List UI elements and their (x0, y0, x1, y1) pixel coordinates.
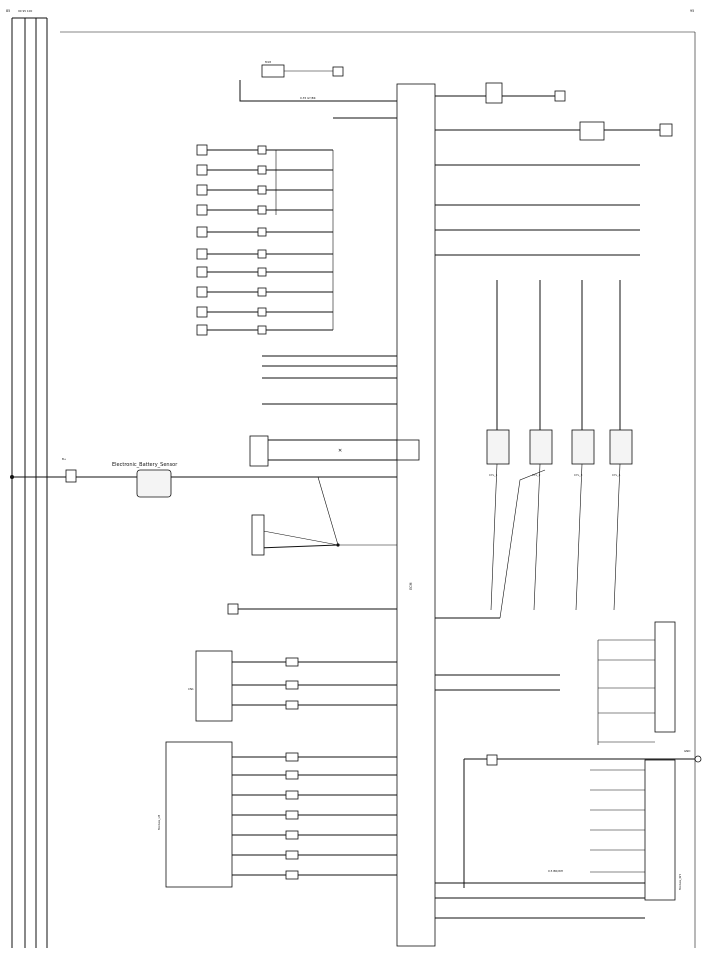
connector-bottom-right (486, 754, 498, 766)
ground-terminal (694, 755, 702, 763)
mid-left-component (251, 514, 265, 556)
left-ref-box-6 (196, 266, 208, 278)
left-ref-box-8 (196, 306, 208, 318)
coil-out-wire-2 (575, 463, 583, 611)
left-ref-box-3 (196, 204, 208, 216)
left-connector-5 (257, 249, 267, 259)
left-connector-9 (257, 325, 267, 335)
left-connector-1 (257, 165, 267, 175)
coil-out-wire-3 (613, 463, 621, 611)
module-right-mid (654, 621, 676, 733)
ground-label: GND (684, 749, 690, 753)
page-ref-left-sub: 90 95 100 (18, 9, 32, 13)
left-connector-3 (257, 205, 267, 215)
left-ref-box-5 (196, 248, 208, 260)
wire-label-bottom: 0.5 BR/WH (548, 869, 563, 873)
bottom-left-connector-2 (285, 700, 299, 710)
left-ref-box-9 (196, 324, 208, 336)
coil-component-2 (571, 429, 595, 465)
bottom-left-connector-3 (285, 752, 299, 762)
bottom-left-connector-1 (285, 680, 299, 690)
left-ref-box-4 (196, 226, 208, 238)
coil-out-wire-0 (490, 463, 498, 611)
coil-component-1 (529, 429, 553, 465)
page-ref-right: 95 (690, 9, 694, 13)
left-connector-6 (257, 267, 267, 277)
right-top-component (485, 82, 503, 104)
fan-icon: ✕ (338, 448, 342, 454)
fan-relay-box (396, 439, 420, 461)
page-ref-left: 85 (6, 9, 10, 13)
module-bottom-right (644, 759, 676, 901)
coil-component-3 (609, 429, 633, 465)
coil-return-wire (499, 469, 546, 619)
ecu-label: ECM (409, 582, 413, 590)
ecu-block (396, 83, 436, 947)
right-wire-group (435, 639, 655, 919)
wire-label-top: 0.35 GY/BK (300, 96, 316, 100)
left-ref-box-2 (196, 184, 208, 196)
wire-mid-2 (257, 544, 339, 549)
left-connector-8 (257, 307, 267, 317)
coil-group: CYL_1 CYL_2 CYL_3 CYL_4 (435, 164, 640, 619)
wire-junction-path (317, 476, 397, 546)
wire-top-left (239, 80, 397, 102)
battery-sensor-label: Electronic_Battery_Sensor (112, 462, 178, 468)
module-bottom-right-label: Module_RH (678, 874, 682, 890)
left-ref-box-1 (196, 164, 208, 176)
top-connector-label: M18 (265, 60, 271, 64)
ref-box-609 (227, 603, 239, 615)
coil-label-1: CYL_2 (532, 473, 541, 477)
bottom-left-connector-9 (285, 870, 299, 880)
module-bottom-left-label: Module_LH (157, 815, 161, 830)
ref-box-right-130 (659, 123, 673, 137)
battery-sensor-component (136, 469, 172, 498)
module-mid-left-label: CN1 (188, 687, 194, 691)
fan-motor-component (249, 435, 269, 467)
module-mid-left (195, 650, 233, 722)
coil-out-wire-1 (533, 463, 541, 611)
left-connector-0 (257, 145, 267, 155)
wire-mid-1 (257, 529, 339, 546)
bottom-left-connector-5 (285, 790, 299, 800)
bottom-left-connector-4 (285, 770, 299, 780)
bottom-left-wire-group (232, 657, 397, 880)
coil-label-3: CYL_4 (612, 473, 621, 477)
right-sensor-component (579, 121, 605, 141)
left-connector-7 (257, 287, 267, 297)
left-wire-group (196, 144, 397, 405)
ref-box-right-top (554, 90, 566, 102)
coil-label-0: CYL_1 (489, 473, 498, 477)
left-bus-label: B+ (62, 457, 67, 461)
bottom-left-connector-7 (285, 830, 299, 840)
bottom-left-connector-0 (285, 657, 299, 667)
left-connector-2 (257, 185, 267, 195)
left-connector-4 (257, 227, 267, 237)
top-left-component (261, 64, 285, 78)
bus-junction-dot (10, 475, 14, 479)
left-ref-box-7 (196, 286, 208, 298)
fuse-component (65, 469, 77, 483)
coil-label-2: CYL_3 (574, 473, 583, 477)
bottom-left-connector-8 (285, 850, 299, 860)
left-ref-box-0 (196, 144, 208, 156)
ref-box-top-left (332, 66, 344, 77)
module-bottom-left (165, 741, 233, 888)
bottom-left-connector-6 (285, 810, 299, 820)
coil-component-0 (486, 429, 510, 465)
